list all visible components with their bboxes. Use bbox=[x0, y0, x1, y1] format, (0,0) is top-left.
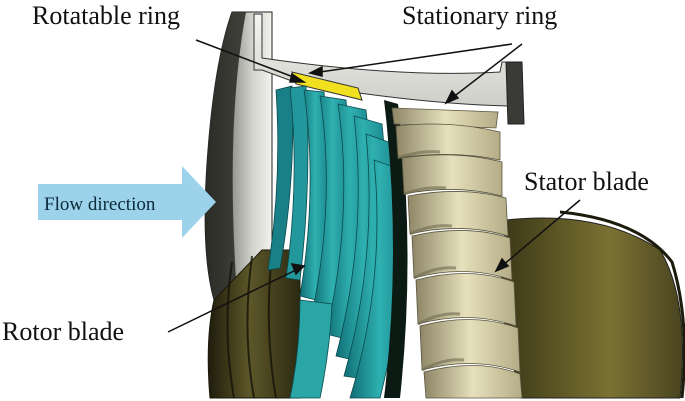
stator-blade bbox=[419, 319, 521, 373]
rotatable-ring-arrowhead bbox=[289, 72, 307, 83]
stator-blades bbox=[391, 107, 523, 399]
stationary-ring-arrowhead-1 bbox=[307, 65, 323, 77]
flow-direction-label: Flow direction bbox=[44, 194, 156, 215]
stator-blade bbox=[391, 107, 499, 129]
hub-right-edge bbox=[559, 210, 685, 399]
stationary-ring-leader-1 bbox=[319, 43, 513, 73]
leader-lines bbox=[167, 39, 581, 333]
stator-blade bbox=[411, 230, 513, 281]
stator-blade bbox=[407, 191, 509, 237]
rotor-stator-gap bbox=[384, 100, 408, 398]
stator-blade bbox=[423, 365, 523, 399]
rotor-blade-arrowhead bbox=[290, 263, 306, 276]
flow-arrow-shape bbox=[38, 166, 216, 238]
rotor-blade-leader bbox=[167, 269, 297, 333]
hub-right bbox=[499, 217, 683, 399]
flow-direction-arrow: Flow direction bbox=[38, 166, 216, 238]
stator-blade-label: Stator blade bbox=[524, 167, 649, 196]
stationary-ring-arrowhead-2 bbox=[444, 89, 460, 105]
stationary-ring-label: Stationary ring bbox=[402, 1, 557, 30]
stator-blade bbox=[401, 154, 503, 197]
stator-blade-arrowhead bbox=[494, 257, 510, 273]
rotor-blade bbox=[289, 299, 333, 399]
rotatable-ring-label: Rotatable ring bbox=[32, 1, 180, 30]
rotor-blade bbox=[267, 85, 294, 271]
stator-blade bbox=[415, 273, 517, 327]
rotor-blade bbox=[285, 85, 309, 281]
stationary-ring-leader-2 bbox=[451, 43, 523, 99]
stator-blade-leader bbox=[501, 199, 581, 267]
casing-left-shadow bbox=[205, 12, 246, 300]
rotatable-ring-leader bbox=[195, 39, 297, 79]
rotor-blade-label: Rotor blade bbox=[2, 317, 124, 346]
stator-blade-shadows bbox=[397, 150, 465, 372]
stationary-ring-end bbox=[505, 61, 525, 125]
